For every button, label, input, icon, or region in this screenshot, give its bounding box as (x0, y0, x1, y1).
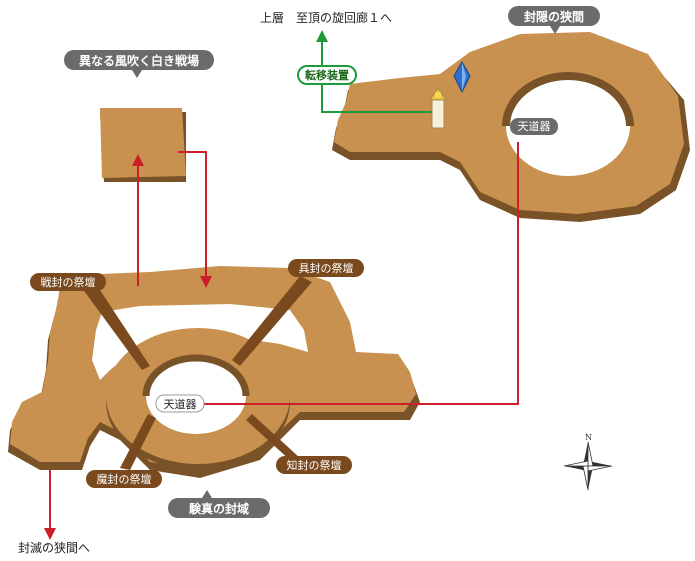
altar-pointers (82, 276, 312, 470)
room-bottom-complex (8, 266, 420, 478)
area-label-bottom: 験真の封域 (168, 490, 270, 518)
area-name-top-right: 封隠の狭間 (524, 9, 584, 24)
platform-top-left (100, 108, 186, 182)
area-label-top-right: 封隠の狭間 (508, 6, 600, 34)
tendouki-label-top: 天道器 (510, 118, 558, 135)
tendouki-center-text: 天道器 (164, 397, 197, 411)
altar-label-war: 戦封の祭壇 (30, 273, 106, 291)
routes (44, 30, 519, 540)
route-tendouki-link (204, 142, 519, 405)
compass-icon: N (563, 433, 613, 491)
altar-magic-text: 魔封の祭壇 (97, 472, 152, 486)
altar-label-wisdom: 知封の祭壇 (276, 456, 352, 474)
warp-tower-icon (429, 87, 447, 129)
altar-label-tool: 具封の祭壇 (288, 259, 364, 277)
altar-wisdom-text: 知封の祭壇 (287, 458, 342, 472)
altar-label-magic: 魔封の祭壇 (86, 470, 162, 488)
tendouki-label-center: 天道器 (155, 394, 205, 413)
route-warp (316, 30, 432, 113)
area-label-top-left: 異なる風吹く白き戦場 (64, 50, 214, 78)
compass-north-label: N (585, 433, 592, 442)
altar-tool-text: 具封の祭壇 (299, 261, 354, 275)
route-down-arrow (178, 151, 212, 288)
bottom-exit-label: 封滅の狭間へ (18, 541, 90, 555)
tendouki-top-text: 天道器 (518, 119, 551, 133)
crystal-icon (453, 60, 471, 94)
warp-label: 転移装置 (297, 65, 357, 85)
area-name-bottom: 験真の封域 (189, 501, 249, 516)
warp-text: 転移装置 (305, 68, 349, 82)
area-name-top-left: 異なる風吹く白き戦場 (79, 53, 199, 68)
upper-exit-label: 上層 至頂の旋回廊１へ (260, 10, 392, 25)
altar-war-text: 戦封の祭壇 (41, 275, 96, 289)
